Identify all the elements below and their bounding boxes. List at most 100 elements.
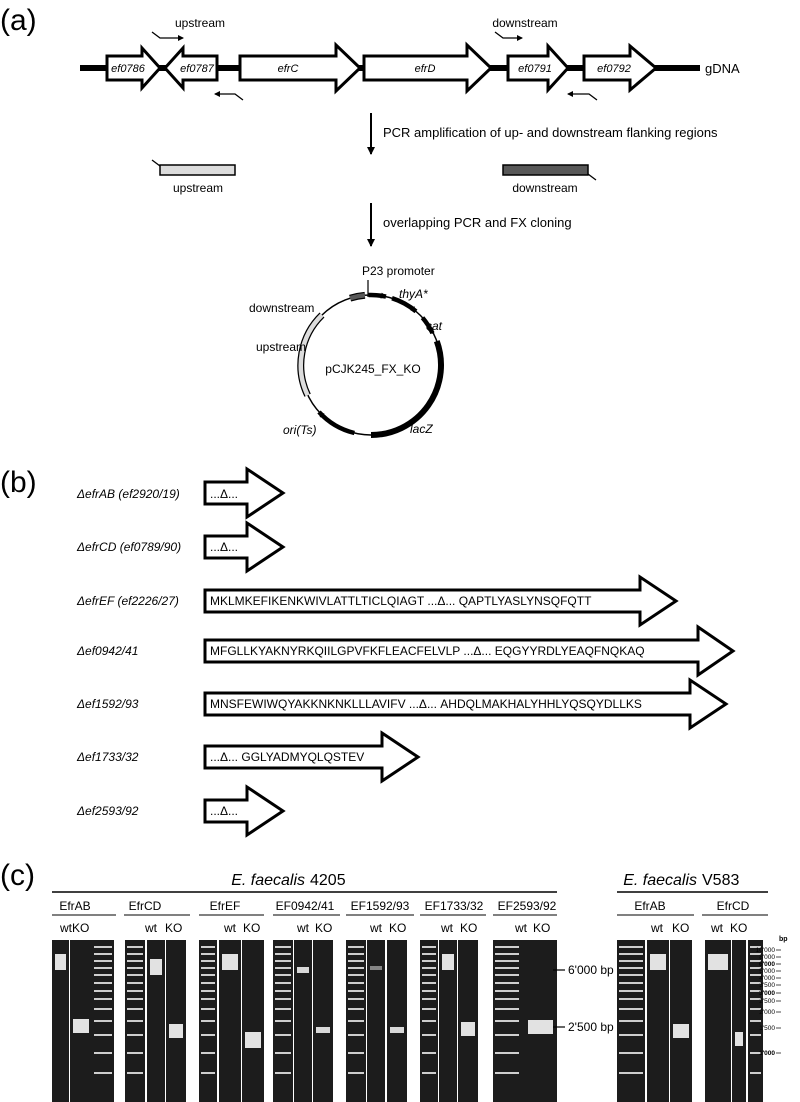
plasmid-downstream-region xyxy=(349,293,366,301)
gel-band xyxy=(461,1022,475,1036)
gel-lane xyxy=(313,940,333,1102)
ladder-band xyxy=(750,953,761,955)
ladder-size-label: 2'500 xyxy=(759,998,775,1005)
ladder-band xyxy=(422,967,436,969)
gene-ef0792-arrow xyxy=(582,42,659,94)
lane-ko-label: KO xyxy=(315,921,332,935)
ladder-band xyxy=(127,1020,143,1022)
ladder-band xyxy=(619,960,643,962)
ladder-band xyxy=(619,1052,643,1054)
gene-ef0787-label: ef0787 xyxy=(180,63,215,75)
construct-arrow xyxy=(203,677,729,731)
size-2500-label: 2'500 bp xyxy=(568,1020,614,1034)
ladder-band xyxy=(495,982,519,984)
gel-band xyxy=(650,954,666,970)
ladder-band xyxy=(619,1034,643,1036)
strain-v583-species: E. faecalis xyxy=(623,872,697,889)
ladder-size-label: 5'000 xyxy=(759,968,775,975)
ladder-band xyxy=(495,967,519,969)
gel-title: EfrCD xyxy=(717,899,750,913)
gel-lane xyxy=(294,940,312,1102)
ladder-band xyxy=(127,990,143,992)
ladder-band xyxy=(201,1020,215,1022)
lane-ko-label: KO xyxy=(672,921,689,935)
ladder-band xyxy=(275,990,291,992)
ladder-size-label: 4'000 xyxy=(759,975,775,982)
ladder-band xyxy=(348,1052,364,1054)
ladder-band xyxy=(422,1072,436,1074)
ladder-band xyxy=(348,974,364,976)
ladder-band xyxy=(619,953,643,955)
construct-name: ΔefrCD (ef0789/90) xyxy=(76,540,181,554)
gel-title: EfrEF xyxy=(210,899,241,913)
construct-name: ΔefrAB (ef2920/19) xyxy=(76,487,180,501)
ladder-band xyxy=(201,990,215,992)
gel-band xyxy=(222,954,238,970)
plasmid-map: P23 promoter thyA* cat lacZ ori(Ts) down… xyxy=(249,264,444,438)
ladder-band xyxy=(275,1072,291,1074)
ladder-band xyxy=(275,982,291,984)
construct-sequence: ...Δ... GGLYADMYQLQSTEV xyxy=(210,750,364,764)
ladder-band xyxy=(348,1034,364,1036)
construct-name: Δef2593/92 xyxy=(76,804,139,818)
gel-title: EF2593/92 xyxy=(498,899,557,913)
ladder-scale: bp 10'0008'0006'0005'0004'0003'5003'0002… xyxy=(756,936,788,1057)
construct-sequence: ...Δ... xyxy=(210,487,238,501)
panel-a: (a) gDNA ef0786 ef0787 efrC efrD ef0791 … xyxy=(0,4,740,438)
ladder-band xyxy=(750,1020,761,1022)
ladder-band xyxy=(201,982,215,984)
ladder-band xyxy=(127,1008,143,1010)
ladder-band xyxy=(422,990,436,992)
ladder-band xyxy=(201,953,215,955)
construct-row: Δef2593/92 ...Δ... xyxy=(76,784,286,838)
ladder-band xyxy=(619,982,643,984)
ladder-band xyxy=(348,982,364,984)
ladder-band xyxy=(201,974,215,976)
ladder-band xyxy=(201,960,215,962)
ladder-band xyxy=(94,967,112,969)
ladder-band xyxy=(94,953,112,955)
gene-efrc-arrow xyxy=(238,41,363,95)
gel-lane xyxy=(166,940,186,1102)
plasmid-thya-label: thyA* xyxy=(399,287,428,301)
gene-ef0786-arrow xyxy=(105,44,163,92)
step2-text: overlapping PCR and FX cloning xyxy=(383,215,572,230)
gel-lane xyxy=(439,940,457,1102)
ladder-band xyxy=(348,946,364,948)
ladder-band xyxy=(422,960,436,962)
construct-name: Δef1733/32 xyxy=(76,750,139,764)
ladder-band xyxy=(348,953,364,955)
gel-band xyxy=(316,1027,330,1033)
ladder-band xyxy=(750,1008,761,1010)
ladder-band xyxy=(750,1052,761,1054)
size-6000-label: 6'000 bp xyxy=(568,963,614,977)
ladder-band xyxy=(348,1008,364,1010)
gel-lane xyxy=(147,940,165,1102)
gene-efrd-label: efrD xyxy=(415,63,436,75)
primer-downstream-label: downstream xyxy=(492,16,557,30)
gel-band xyxy=(245,1032,261,1048)
ladder-band xyxy=(127,953,143,955)
ladder-size-label: 10'000 xyxy=(756,947,776,954)
plasmid-downstream-label: downstream xyxy=(249,301,314,315)
gel-band xyxy=(442,954,454,970)
ladder-band xyxy=(422,974,436,976)
panel-b-label: (b) xyxy=(0,466,37,499)
lane-wt-label: wt xyxy=(440,921,454,935)
ladder-band xyxy=(94,1052,112,1054)
lane-ko-label: KO xyxy=(165,921,182,935)
plasmid-ori-arc xyxy=(317,410,355,436)
plasmid-upstream-label: upstream xyxy=(256,340,306,354)
ladder-band xyxy=(275,974,291,976)
gene-efrd-arrow xyxy=(362,41,494,95)
lane-ko-label: KO xyxy=(533,921,550,935)
lane-wt-label: wt xyxy=(710,921,724,935)
strain-v583-id: V583 xyxy=(702,872,739,889)
ladder-band xyxy=(750,998,761,1000)
construct-name: Δef0942/41 xyxy=(76,644,138,658)
ladder-band xyxy=(94,1034,112,1036)
ladder-band xyxy=(619,1072,643,1074)
gel-title: EF0942/41 xyxy=(276,899,335,913)
ladder-band xyxy=(619,998,643,1000)
fragment-upstream xyxy=(159,164,236,176)
